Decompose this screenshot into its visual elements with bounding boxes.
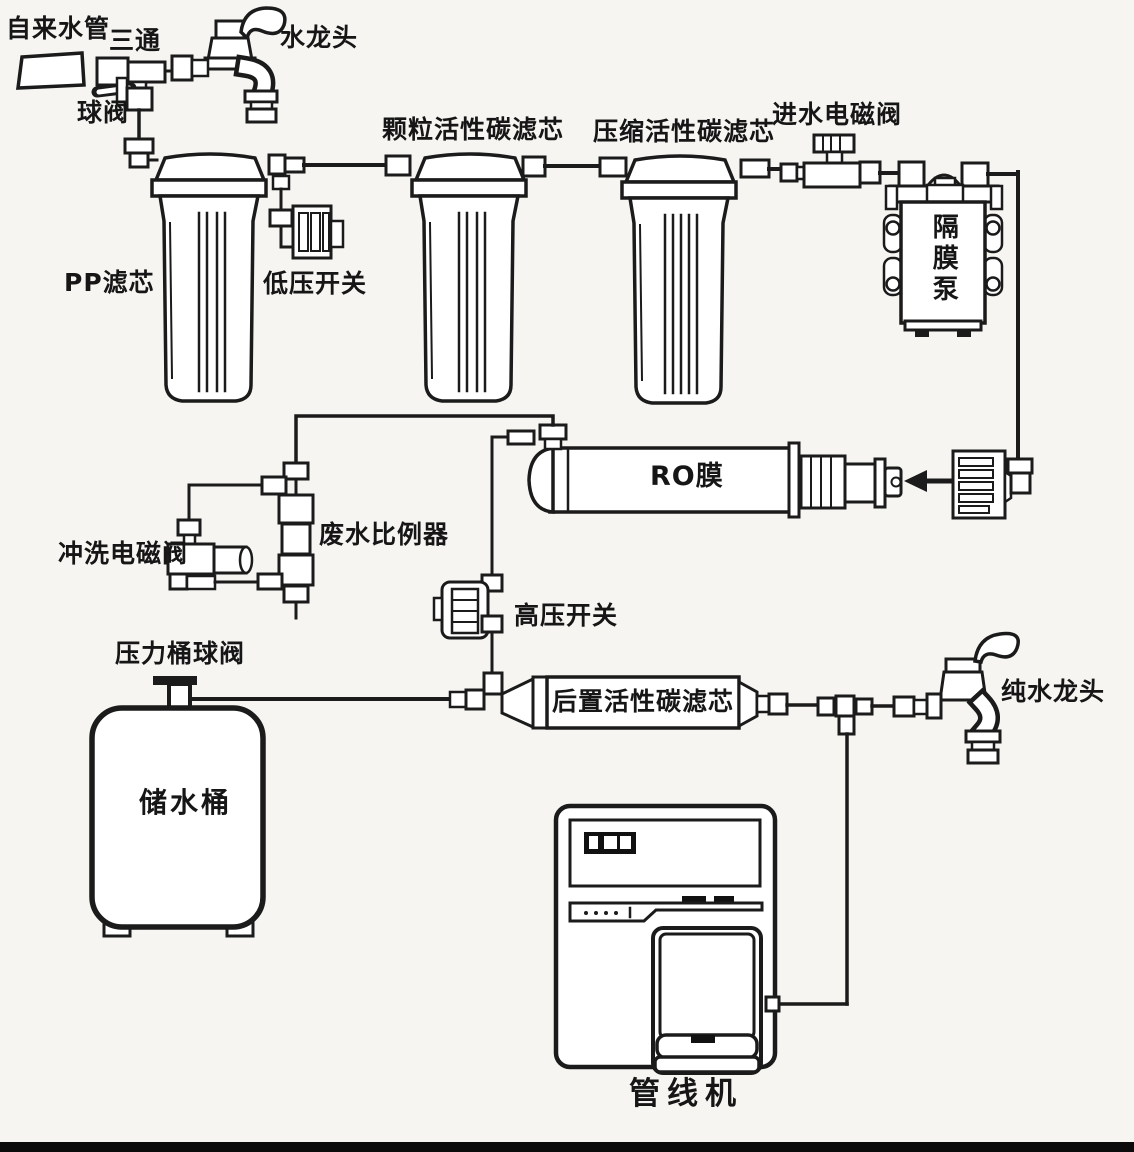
label-tee-fitting: 三通 [109, 26, 162, 55]
label-waste-ratio: 废水比例器 [319, 520, 450, 549]
label-flush-solenoid: 冲洗电磁阀 [58, 539, 189, 568]
label-post-carbon: 后置活性碳滤芯 [552, 687, 735, 716]
label-tap-water-pipe: 自来水管 [6, 14, 111, 43]
label-granular-carbon: 颗粒活性碳滤芯 [382, 115, 565, 144]
diaphragm-pump-icon [882, 160, 1004, 337]
tap-water-pipe-icon [15, 51, 86, 90]
waste-ratio-valve-icon [260, 461, 315, 620]
post-carbon-filter-icon [500, 675, 820, 730]
label-pressure-tank-valve: 压力桶球阀 [115, 639, 246, 668]
label-pp-filter: PP滤芯 [64, 268, 155, 297]
high-pressure-switch-icon [432, 573, 504, 640]
waste-water-line [294, 414, 555, 465]
storage-tank-icon [89, 705, 266, 938]
label-diaphragm-pump: 隔膜泵 [928, 213, 959, 306]
tee-fitting-icon [95, 56, 174, 92]
label-high-pressure-switch: 高压开关 [514, 601, 619, 630]
granular-carbon-housing-icon [410, 152, 528, 403]
check-valve-icon [951, 449, 1034, 520]
permeate-line [490, 435, 510, 677]
filter-interconnect-pipes [267, 153, 783, 179]
ball-valve-icon [91, 76, 159, 169]
ro-membrane-icon [506, 423, 903, 519]
flush-solenoid-valve-icon [166, 483, 284, 591]
pipeline-machine-icon [553, 803, 781, 1075]
label-pure-water-faucet: 纯水龙头 [1001, 677, 1106, 706]
inlet-solenoid-valve-icon [779, 133, 902, 189]
label-inlet-solenoid: 进水电磁阀 [772, 100, 903, 129]
low-pressure-switch-icon [268, 174, 345, 260]
label-pipeline-machine: 管线机 [629, 1076, 743, 1112]
tap-faucet-icon [170, 6, 287, 124]
pp-filter-housing-icon [150, 152, 268, 403]
label-ro-membrane: RO膜 [650, 461, 724, 492]
compressed-carbon-housing-icon [620, 154, 738, 405]
label-tap-faucet: 水龙头 [280, 23, 359, 52]
label-compressed-carbon: 压缩活性碳滤芯 [593, 117, 776, 146]
label-low-pressure-switch: 低压开关 [263, 269, 368, 298]
flow-arrow-icon [904, 470, 953, 492]
pure-water-faucet-icon [892, 631, 1020, 765]
pressure-tank-valve-icon [153, 676, 197, 711]
label-storage-tank: 储水桶 [139, 786, 233, 819]
pump-outlet-pipe [986, 170, 1020, 462]
faucet-tee-line [770, 694, 896, 1006]
label-ball-valve: 球阀 [77, 98, 130, 127]
tank-supply-line [186, 671, 504, 711]
bottom-scan-bar [0, 1142, 1134, 1152]
